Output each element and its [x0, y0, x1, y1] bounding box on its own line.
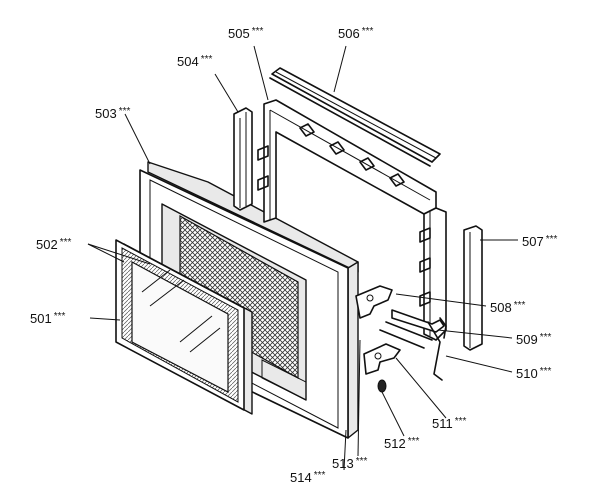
label-501: 501*** — [30, 311, 65, 326]
label-510: 510*** — [516, 366, 551, 381]
glass-panel-501 — [115, 239, 253, 415]
door-panel-503 — [139, 161, 359, 439]
label-507: 507*** — [522, 234, 557, 249]
label-506: 506*** — [338, 26, 373, 41]
label-511: 511*** — [432, 416, 467, 431]
side-strip-504 — [233, 107, 253, 211]
label-514: 514*** — [290, 470, 325, 485]
label-508: 508*** — [490, 300, 525, 315]
label-504: 504*** — [177, 54, 212, 69]
label-513: 513*** — [332, 456, 367, 471]
part-labels: 501*** 502*** 503*** 504*** 505*** 506**… — [30, 26, 557, 485]
side-strip-507 — [463, 225, 483, 351]
label-512: 512*** — [384, 436, 419, 451]
label-502: 502*** — [36, 237, 71, 252]
top-strip-506 — [269, 67, 441, 167]
leader-lines — [87, 45, 518, 471]
rear-frame-505 — [257, 99, 447, 341]
label-505: 505*** — [228, 26, 263, 41]
latch-hardware — [355, 285, 447, 393]
label-509: 509*** — [516, 332, 551, 347]
label-503: 503*** — [95, 106, 130, 121]
